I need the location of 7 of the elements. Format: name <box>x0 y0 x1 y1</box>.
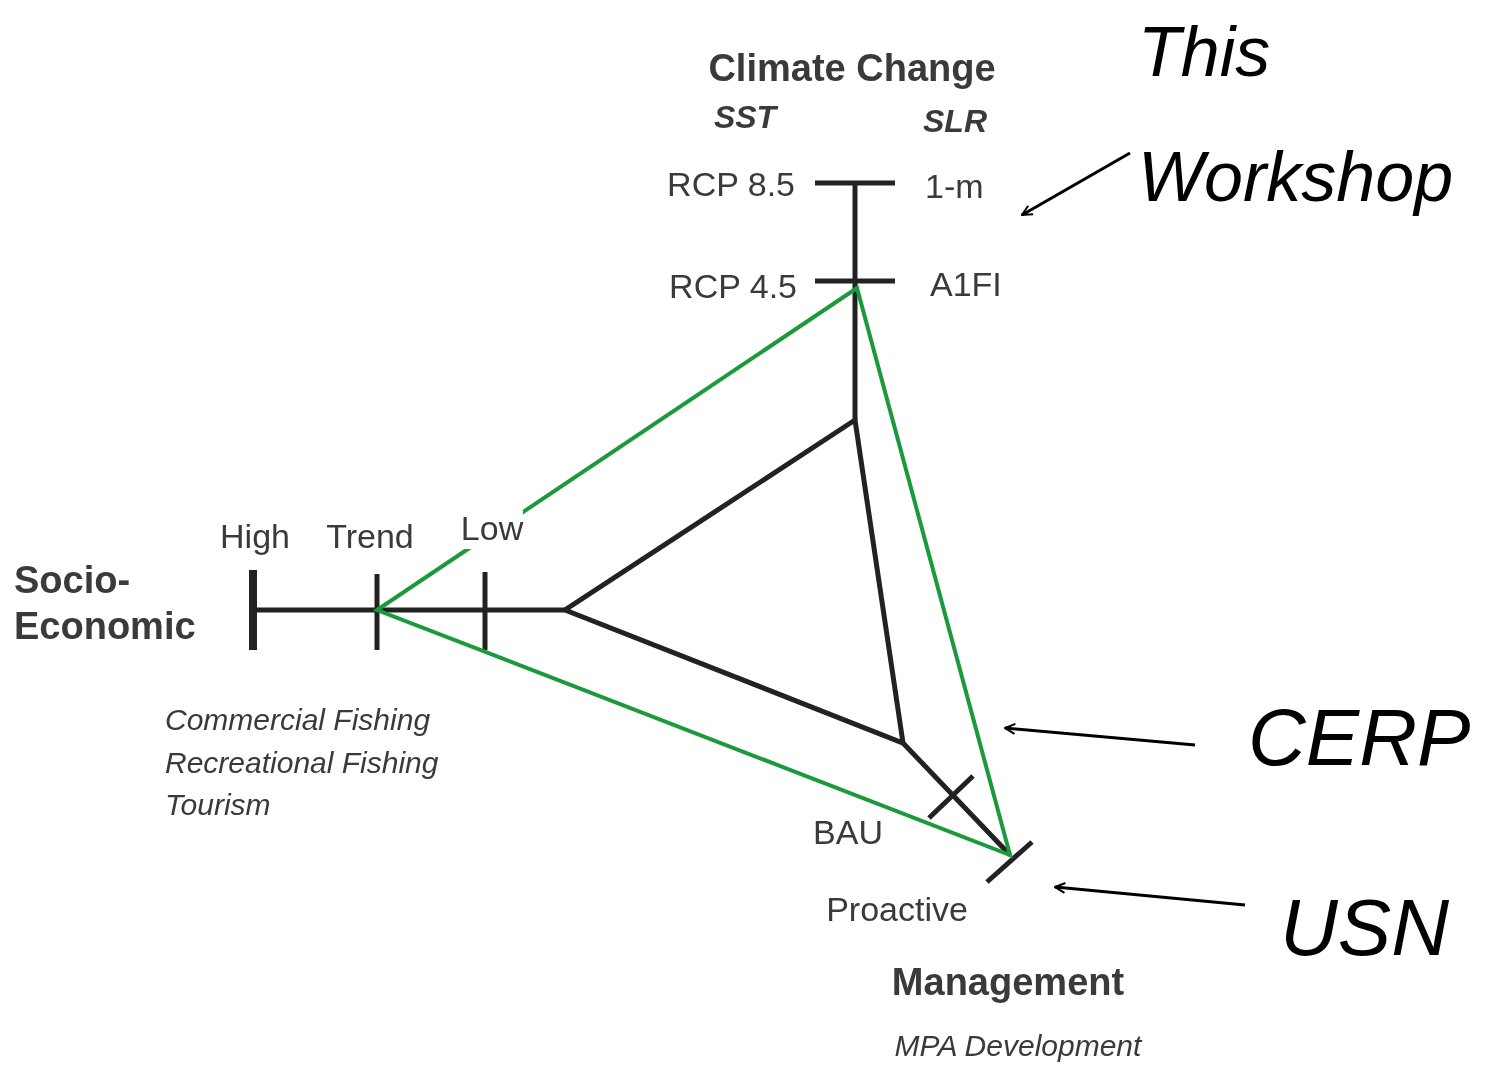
axis-label: Low <box>460 508 524 549</box>
arrow <box>1004 722 1196 747</box>
callout-text: This Workshop <box>1138 12 1455 218</box>
callout-text: USN <box>1280 882 1450 974</box>
arrow <box>1021 151 1131 217</box>
callout-text: CERP <box>1248 692 1472 784</box>
arrow <box>1054 881 1246 907</box>
